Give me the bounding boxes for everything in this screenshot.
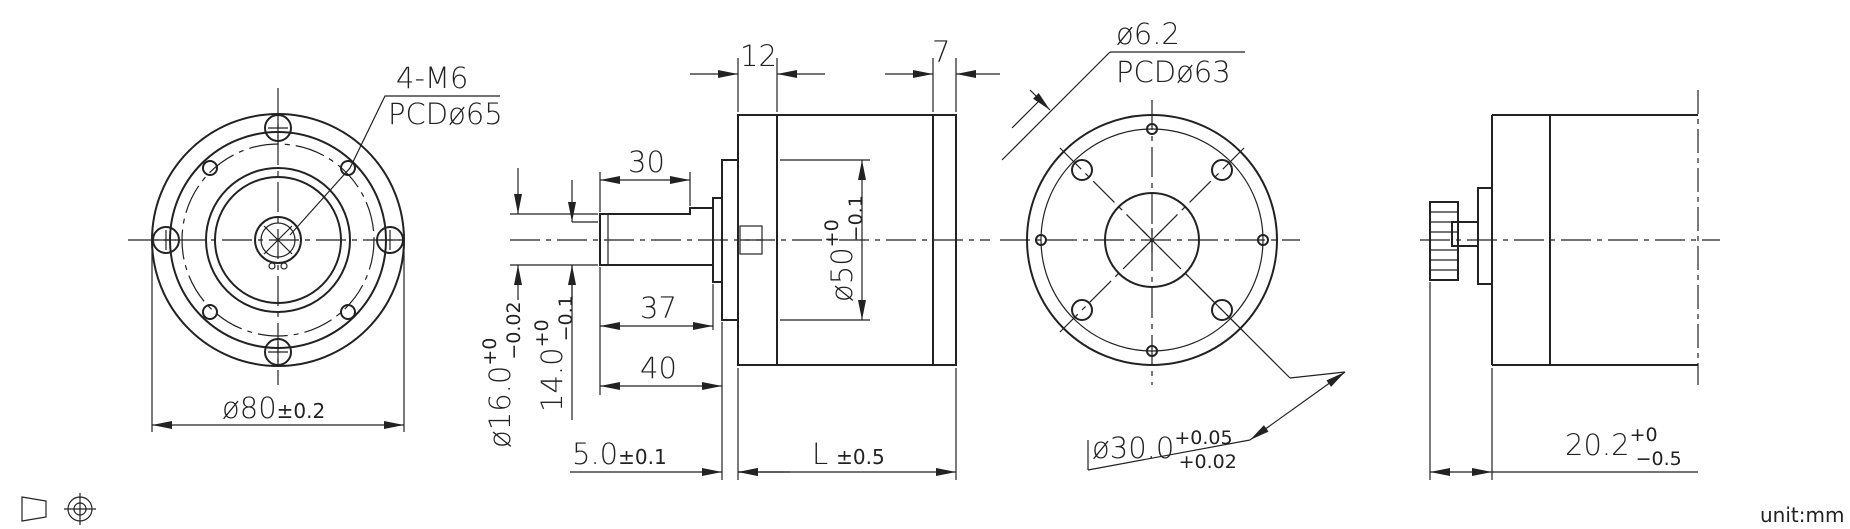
right-dim-20-2: 20.2+0−0.5 [1565,424,1682,470]
third-angle-projection-icon [21,493,96,525]
side-dim-length: L±0.5 [812,437,885,471]
rear-hole-pcd: PCDø63 [1116,55,1231,89]
side-dim-5: 5.0±0.1 [572,437,667,471]
side-dim-7: 7 [932,35,950,69]
side-shaft-flat: 14.0+0−0.1 [531,295,577,412]
front-diameter-label: ø80±0.2 [222,391,325,425]
rear-boss-diameter: ø30.0+0.05+0.02 [1092,427,1237,473]
mounting-bolt-icon [152,114,404,366]
side-pilot-diameter: ø50+0−0.1 [821,195,867,302]
unit-label: unit:mm [1760,503,1844,527]
side-dim-37: 37 [640,291,677,325]
front-view: 4-M6 PCDø65 ø80±0.2 [128,61,503,432]
front-hole-callout: 4-M6 [396,61,468,95]
side-dim-40: 40 [640,351,677,385]
side-view: 12 7 30 37 40 5.0±0.1 L±0.5 [479,35,1000,480]
side-shaft-length: 30 [628,145,665,179]
rear-hole-diameter: ø6.2 [1116,17,1180,51]
side-shaft-diameter: ø16.0+0−0.02 [479,301,525,448]
front-hole-pcd: PCDø65 [388,97,503,131]
rear-view: ø6.2 PCDø63 ø30.0+0.05+0.02 [1000,17,1346,473]
right-view: 20.2+0−0.5 [1420,90,1720,480]
side-dim-12: 12 [740,39,777,73]
